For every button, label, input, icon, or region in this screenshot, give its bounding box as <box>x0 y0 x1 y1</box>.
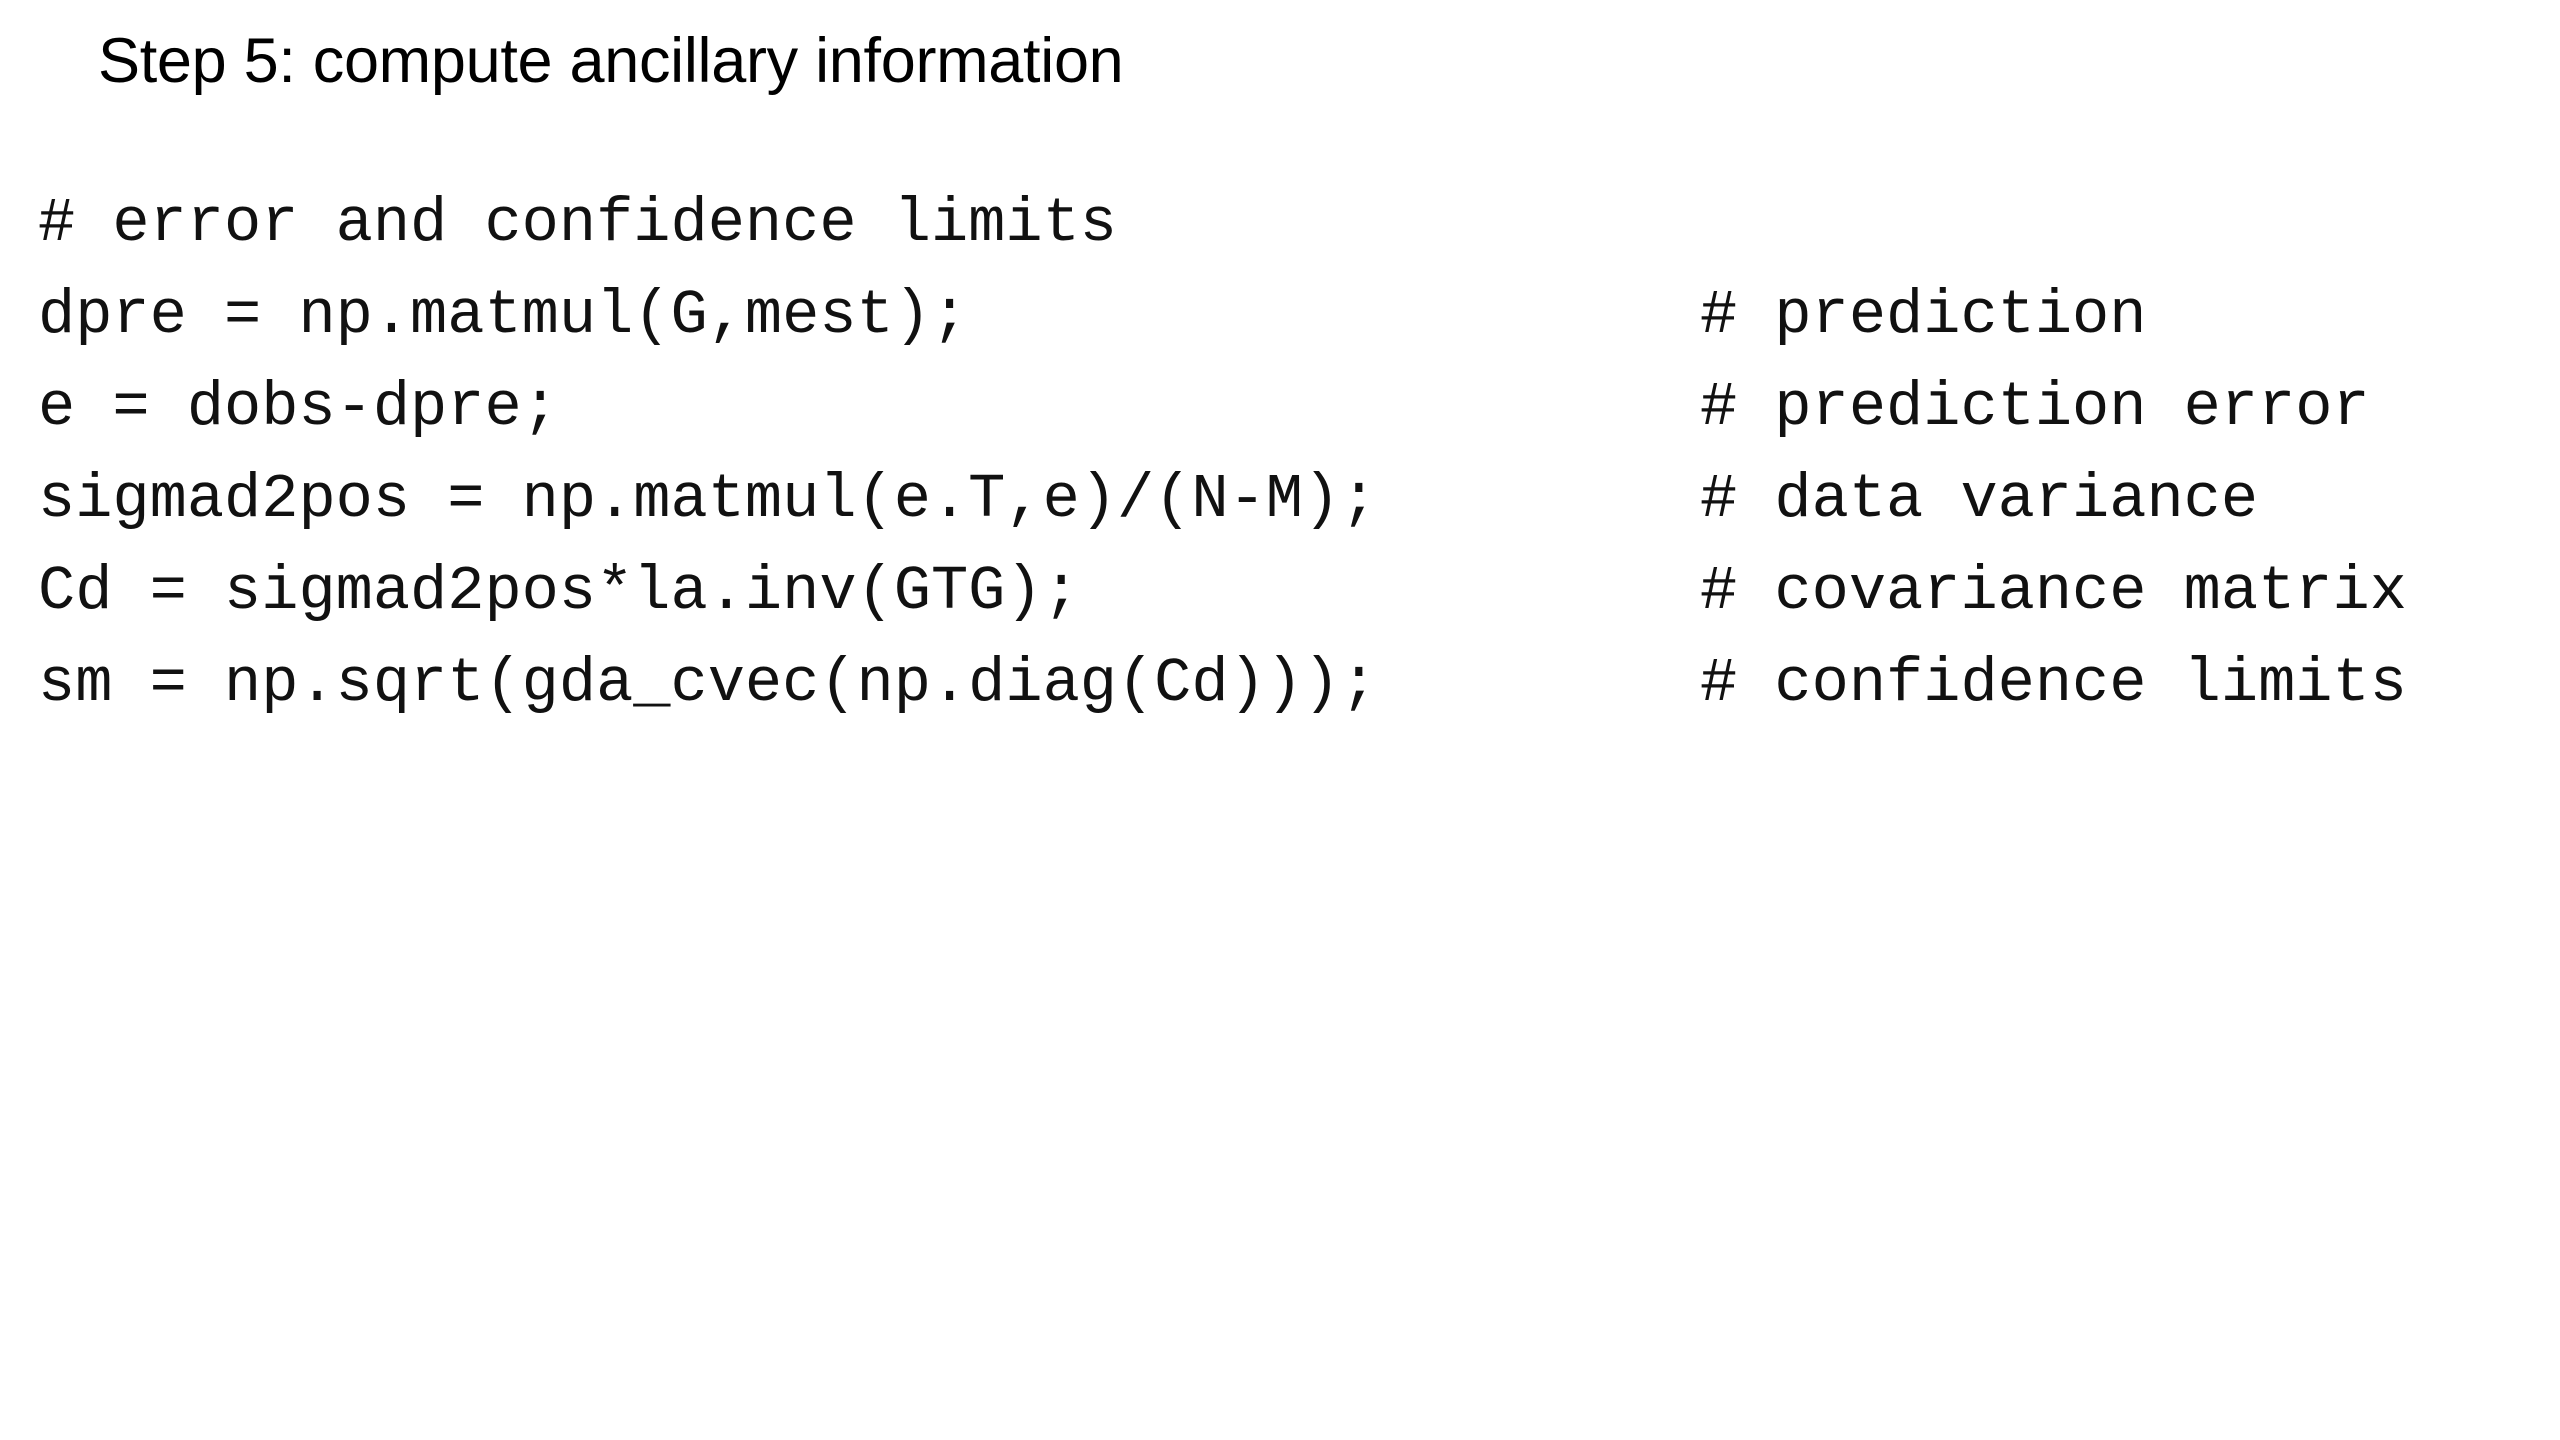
code-line: dpre = np.matmul(G,mest); # prediction <box>38 270 2560 362</box>
code-line-text: sm = np.sqrt(gda_cvec(np.diag(Cd))); <box>38 648 1378 719</box>
code-line: Cd = sigmad2pos*la.inv(GTG); # covariance… <box>38 546 2560 638</box>
code-line: sigmad2pos = np.matmul(e.T,e)/(N-M); # da… <box>38 454 2560 546</box>
code-line-text: dpre = np.matmul(G,mest); <box>38 280 969 351</box>
code-line-text: sigmad2pos = np.matmul(e.T,e)/(N-M); <box>38 464 1378 535</box>
code-line-comment: # confidence limits <box>1700 648 2407 719</box>
code-line-comment: # data variance <box>1700 464 2259 535</box>
code-line-text: # error and confidence limits <box>38 188 1117 259</box>
code-line-text: e = dobs-dpre; <box>38 372 559 443</box>
page-title: Step 5: compute ancillary information <box>98 26 1124 96</box>
code-line: e = dobs-dpre; # prediction error <box>38 362 2560 454</box>
code-line-text: Cd = sigmad2pos*la.inv(GTG); <box>38 556 1080 627</box>
code-line: sm = np.sqrt(gda_cvec(np.diag(Cd))); # co… <box>38 638 2560 730</box>
code-line-comment: # prediction <box>1700 280 2147 351</box>
code-line: # error and confidence limits <box>38 178 2560 270</box>
code-line-comment: # prediction error <box>1700 372 2370 443</box>
code-block: # error and confidence limits dpre = np.m… <box>38 178 2560 730</box>
code-line-comment: # covariance matrix <box>1700 556 2407 627</box>
